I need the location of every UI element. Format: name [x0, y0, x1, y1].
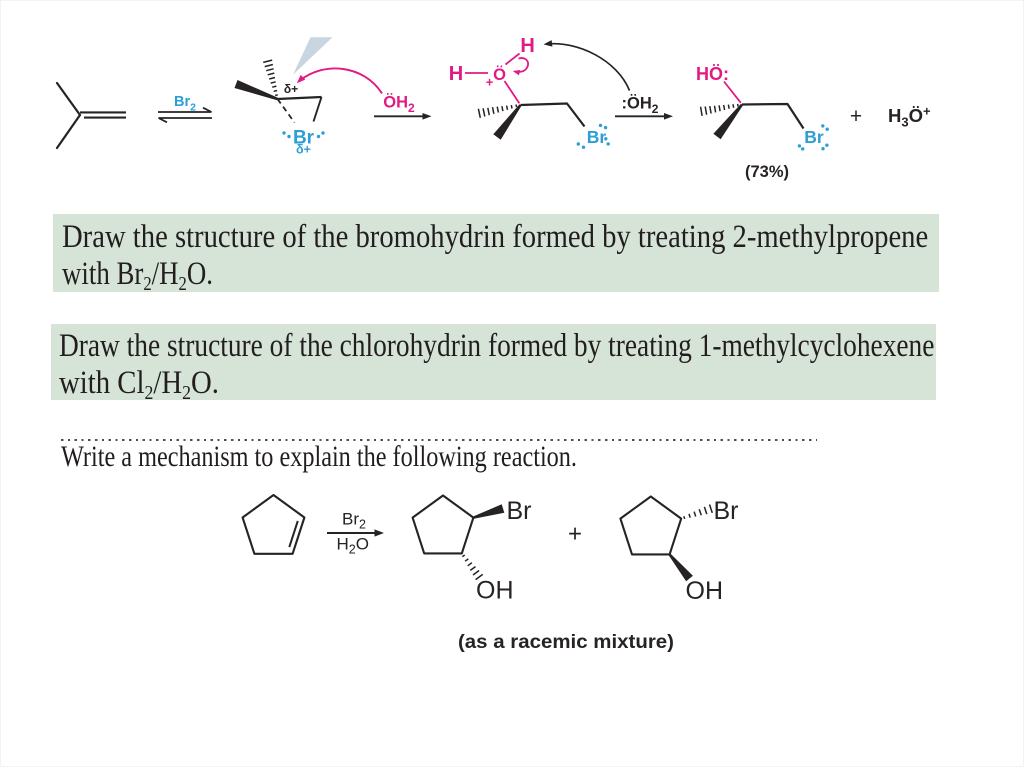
arrow-head: [664, 113, 673, 120]
br2-condition-label: Br2: [342, 510, 366, 532]
oh-label: OH: [476, 577, 514, 605]
bold-wedge-methyl: [713, 103, 743, 140]
bromine-lone-pair-dots: [576, 123, 610, 149]
problem-box-1: Draw the structure of the bromohydrin fo…: [53, 214, 939, 295]
problem-2-line-2: with Cl2/H2O.: [59, 365, 219, 404]
bromine-lone-pair-dots: [797, 124, 829, 151]
br2-reagent-label: Br2: [174, 94, 196, 114]
plus-sign: +: [850, 105, 862, 128]
cc-bond: [277, 95, 322, 101]
double-bond-inner-line: [288, 520, 299, 548]
structure-2-methylpropene: [55, 81, 126, 150]
hash-wedge-to-oh: [461, 554, 484, 581]
forward-harpoon: [158, 106, 212, 113]
structure-bromonium-ion: δ+ Br δ+: [234, 37, 383, 157]
bold-wedge-methyl: [234, 80, 278, 101]
attack-trajectory-cone: [293, 37, 333, 75]
equilibrium-arrows: Br2: [158, 94, 212, 124]
structure-cyclopentene: [241, 493, 306, 555]
h2o-condition-label: H2O: [337, 535, 369, 557]
bold-wedge-to-br: [473, 504, 505, 519]
hash-wedge-methyl: [263, 59, 278, 97]
methyl-bonds: [55, 81, 82, 150]
hash-wedge-methyl: [699, 103, 739, 117]
carbon-chain: [741, 102, 805, 130]
curved-arrow-deprotonation: [512, 57, 529, 76]
water-nucleophile-label: ÖH2: [383, 93, 415, 116]
bold-wedge-to-oh: [668, 553, 693, 582]
bromine-label: Br: [804, 127, 824, 147]
partial-bond-dashed: [276, 98, 296, 124]
arrow-head: [374, 529, 384, 537]
structure-protonated-bromohydrin: H H Ö + Br: [449, 35, 631, 149]
exercise-prompt-text: Write a mechanism to explain the followi…: [61, 440, 577, 473]
cyclopentane-ring: [619, 495, 683, 556]
reverse-harpoon: [158, 117, 212, 124]
bold-wedge-methyl: [493, 104, 522, 140]
problem-box-2: Draw the structure of the chlorohydrin f…: [51, 324, 936, 404]
br-label: Br: [507, 497, 532, 525]
o-h-bond-top: [504, 52, 521, 66]
hydronium-label: H3Ö+: [888, 104, 931, 130]
cyclopentane-ring: [411, 494, 475, 555]
reaction-arrow-1: ÖH2: [374, 93, 432, 120]
bromonium-delta-plus: δ+: [296, 143, 311, 157]
arrow-head: [422, 113, 432, 120]
racemic-mixture-caption: (as a racemic mixture): [458, 631, 674, 653]
reaction-arrow-3: Br2 H2O: [327, 510, 384, 557]
structure-trans-2-bromocyclopentanol-enantiomer-2: Br OH: [619, 495, 739, 605]
o-c-bond: [723, 80, 742, 104]
bromonium-br-label: Br: [293, 128, 315, 149]
problem-2-line-1: Draw the structure of the chlorohydrin f…: [59, 328, 935, 364]
bromonium-lone-pair-dots: [282, 131, 325, 139]
curved-arrow-proton-transfer: [543, 40, 631, 91]
c-br-bond: [312, 96, 323, 122]
curved-arrow-water-attack: [296, 67, 383, 95]
oxygen-label: Ö: [493, 65, 506, 84]
hydroxyl-label: HÖ:: [696, 64, 729, 84]
hash-wedge-to-br: [683, 504, 714, 520]
reaction-arrow-2: :ÖH2: [615, 94, 673, 120]
delta-plus-carbon: δ+: [284, 82, 298, 96]
cyclopentene-ring: [241, 493, 306, 555]
bromine-label: Br: [587, 127, 607, 147]
hash-wedge-methyl: [477, 104, 518, 118]
dotted-divider: [61, 438, 817, 441]
oxygen-positive-charge: +: [486, 75, 494, 90]
oxygen-h-left: H: [449, 63, 463, 85]
plus-sign-products: +: [568, 521, 582, 548]
problem-1-line-2: with Br2/H2O.: [62, 256, 213, 295]
oh-label: OH: [686, 577, 724, 605]
oxygen-h-top: H: [520, 35, 534, 57]
exercise-prompt: Write a mechanism to explain the followi…: [61, 440, 700, 474]
problem-1-line-1: Draw the structure of the bromohydrin fo…: [62, 219, 929, 255]
water-base-label: :ÖH2: [622, 94, 659, 117]
structure-bromohydrin-product: HÖ: Br (73%): [696, 64, 829, 181]
carbon-chain: [520, 102, 586, 128]
br-label: Br: [714, 497, 739, 525]
o-c-bond: [503, 80, 521, 104]
yield-label: (73%): [745, 163, 789, 181]
structure-trans-2-bromocyclopentanol-enantiomer-1: Br OH: [411, 494, 532, 605]
